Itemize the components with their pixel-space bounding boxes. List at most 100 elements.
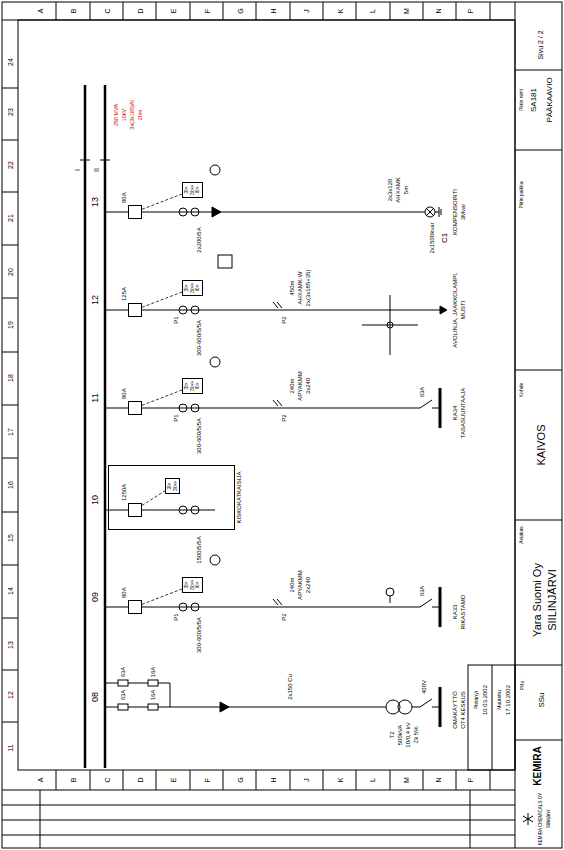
grid-tick bbox=[2, 512, 18, 513]
label-text: 19 bbox=[7, 321, 14, 330]
sheet-frame bbox=[18, 20, 515, 770]
busbar bbox=[80, 85, 110, 768]
label-text: P1 bbox=[173, 414, 179, 422]
feeder-08 bbox=[170, 683, 171, 707]
sheet-frame bbox=[2, 820, 515, 821]
label-text: H bbox=[270, 8, 277, 14]
feeder-08 bbox=[105, 707, 118, 708]
label-text: 08 bbox=[91, 691, 100, 702]
label-text: T2 bbox=[389, 731, 395, 739]
control-line bbox=[142, 390, 182, 405]
feeder-13 bbox=[435, 212, 439, 213]
label-text: E bbox=[170, 8, 177, 14]
label-text: 10kV bbox=[122, 108, 128, 122]
node-text: 80A bbox=[121, 388, 128, 399]
node-text: 80A bbox=[121, 192, 128, 203]
breaker-box: 125A bbox=[128, 303, 142, 317]
grid-tick bbox=[2, 298, 18, 299]
breaker-box: 80A bbox=[128, 600, 142, 614]
label-text: 5m bbox=[403, 185, 409, 194]
label-text: AVOLINJA, JAAKKOLAMPI, bbox=[452, 272, 458, 348]
grid-tick bbox=[423, 2, 424, 20]
feeder-11 bbox=[191, 404, 199, 412]
label-text: KEMIRA bbox=[533, 746, 543, 786]
sheet-frame bbox=[2, 805, 515, 806]
grid-tick bbox=[156, 770, 157, 790]
feeder-09 bbox=[386, 588, 394, 596]
label-text: E bbox=[170, 777, 177, 783]
label-text: SIILINJÄRVI bbox=[547, 569, 558, 632]
grid-tick bbox=[323, 2, 324, 20]
feeder-08 bbox=[220, 702, 229, 712]
label-text: II bbox=[93, 168, 100, 173]
label-text: C1 bbox=[441, 232, 449, 243]
label-text: AHXAMK bbox=[395, 177, 401, 203]
label-text: 63A bbox=[120, 689, 126, 701]
label-text: Sivu 2 / 2 bbox=[537, 30, 544, 60]
label-text: SSu bbox=[538, 692, 546, 708]
logo-star bbox=[523, 813, 533, 825]
node-text: 3I> 3I>> I0> bbox=[184, 282, 201, 294]
label-text: L bbox=[369, 9, 376, 14]
label-text: OT4 KESKUS bbox=[460, 691, 466, 730]
grid-tick bbox=[456, 770, 457, 790]
grid-tick bbox=[390, 770, 391, 790]
label-text: 09 bbox=[91, 591, 100, 602]
label-text: RIKASTAMO bbox=[460, 594, 466, 630]
label-text: 63A bbox=[419, 585, 425, 597]
label-text: 300-600/5/5A bbox=[196, 319, 202, 356]
feeder-09 bbox=[105, 555, 440, 627]
sheet-frame bbox=[515, 70, 562, 71]
label-text: F bbox=[204, 8, 211, 13]
label-text: 17.10.2002 bbox=[505, 684, 511, 715]
feeder-08 bbox=[412, 707, 420, 708]
grid-tick bbox=[56, 770, 57, 790]
grid-tick bbox=[2, 405, 18, 406]
label-text: 14 bbox=[7, 587, 14, 596]
label-text: 18 bbox=[7, 374, 14, 383]
label-text: 2x200/5A bbox=[196, 227, 202, 253]
feeder-11 bbox=[439, 388, 442, 428]
grid-tick bbox=[2, 88, 18, 89]
sheet-frame bbox=[40, 790, 41, 848]
control-line bbox=[142, 194, 182, 209]
feeder-13 bbox=[179, 208, 187, 216]
label-text: Kohde bbox=[519, 382, 524, 397]
feeder-12 bbox=[273, 302, 282, 308]
feeder-11 bbox=[273, 400, 282, 406]
feeder-13 bbox=[210, 165, 220, 175]
feeder-13 bbox=[425, 207, 435, 217]
feeder-13 bbox=[191, 208, 199, 216]
feeder-12 bbox=[387, 322, 393, 328]
grid-tick bbox=[2, 565, 18, 566]
feeder-11 bbox=[105, 408, 128, 409]
sheet-frame bbox=[2, 835, 515, 836]
label-text: 3x(3x185)Al bbox=[130, 100, 136, 130]
feeder-09 bbox=[420, 599, 432, 607]
label-text: C bbox=[104, 8, 111, 14]
label-text: 3Mvar bbox=[460, 203, 466, 221]
sheet-frame bbox=[515, 520, 562, 521]
label-text: 21 bbox=[7, 214, 14, 223]
label-text: I bbox=[74, 169, 81, 172]
label-text: AHXAMK-W bbox=[297, 271, 303, 305]
label-text: 250 MVA bbox=[114, 103, 120, 126]
feeder-09 bbox=[179, 603, 187, 611]
label-text: MUSTI bbox=[460, 300, 466, 320]
label-text: P1 bbox=[173, 613, 179, 621]
label-text: KOMPENSOINTI bbox=[452, 188, 458, 235]
label-text: KA34 bbox=[452, 405, 458, 421]
label-text: 450m bbox=[289, 280, 295, 296]
feeder-09 bbox=[142, 607, 420, 608]
grid-tick bbox=[290, 770, 291, 790]
grid-tick bbox=[290, 2, 291, 20]
label-text: 300-600/5/5A bbox=[196, 417, 202, 454]
node-text: KISKOKATKAISIJA bbox=[236, 472, 243, 524]
label-text: 2x1500kvar bbox=[429, 222, 435, 254]
node-text: 1250A bbox=[121, 484, 128, 501]
grid-tick bbox=[123, 2, 124, 20]
feeder-08 bbox=[128, 683, 148, 684]
label-text: 15 bbox=[7, 534, 14, 543]
